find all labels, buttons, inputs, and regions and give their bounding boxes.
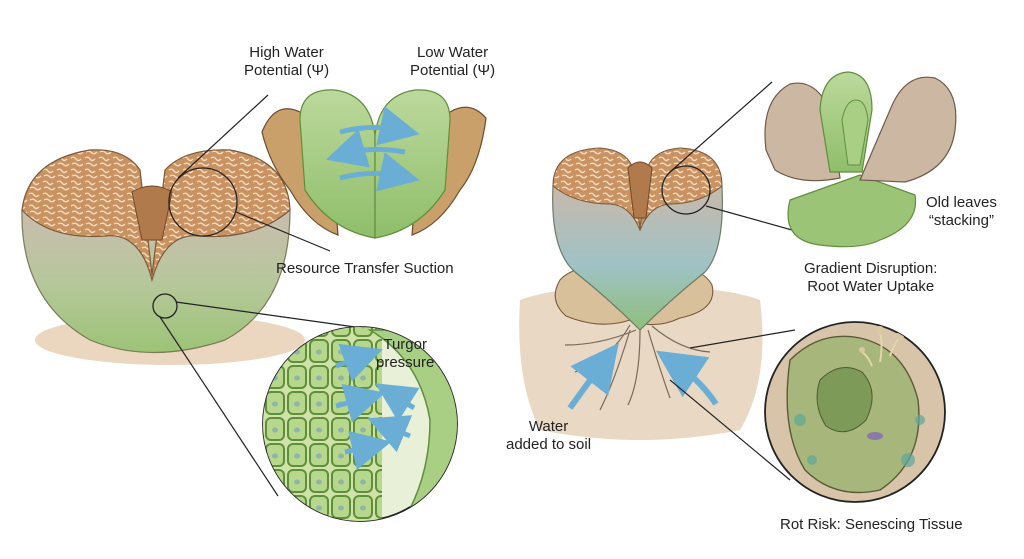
turgor-zoom <box>262 326 458 522</box>
zoom-circle-top <box>168 167 238 237</box>
label-rot-risk: Rot Risk: Senescing Tissue <box>780 516 963 533</box>
right-plant <box>519 147 763 440</box>
leader-lines-left <box>159 94 356 497</box>
label-old-leaves-stacking: Old leaves“stacking” <box>926 194 997 229</box>
rot-zoom <box>764 321 946 503</box>
zoom-circle-side <box>152 293 178 319</box>
turgor-arrows <box>335 343 420 470</box>
label-resource-transfer-suction: Resource Transfer Suction <box>276 260 454 277</box>
left-plant <box>21 149 305 365</box>
transfer-arrows <box>325 106 420 192</box>
zoom-circle-top-right <box>661 165 711 215</box>
stacking-plant <box>764 71 957 248</box>
opened-plant <box>261 89 487 239</box>
leader-lines-right <box>669 81 843 481</box>
water-arrows <box>567 343 719 410</box>
label-gradient-disruption: Gradient Disruption:Root Water Uptake <box>804 260 938 295</box>
